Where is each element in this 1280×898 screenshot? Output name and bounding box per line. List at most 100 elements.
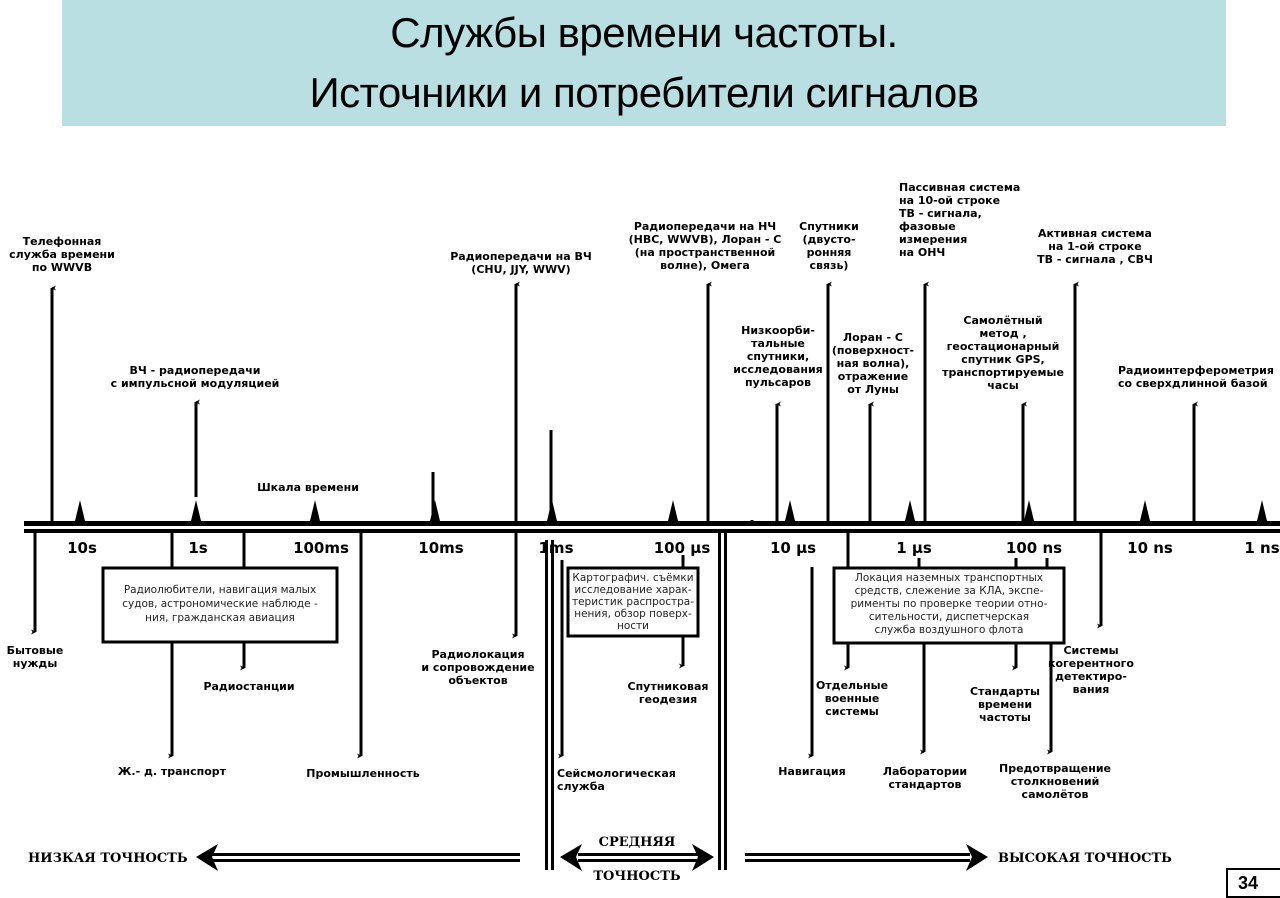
source-label-vlbi-line: со сверхдлинной базой (1118, 377, 1268, 390)
axis-ticks (75, 500, 1267, 521)
axis-tick-label: 1s (188, 539, 207, 557)
consumer-label-radiolocation-line: объектов (448, 674, 507, 687)
box-mid-text-line: Картографич. съёмки (572, 572, 693, 584)
source-label-hf-pulse-line: ВЧ - радиопередачи (130, 364, 261, 377)
axis-tick-label: 10s (67, 539, 97, 557)
axis-tick-mark (1140, 500, 1150, 521)
consumer-label-sat-geodesy-line: Спутниковая (628, 680, 709, 693)
axis-tick-label: 1ms (539, 539, 574, 557)
source-label-aircraft-gps-line: часы (987, 379, 1018, 392)
consumer-label-industry-line: Промышленность (306, 767, 419, 780)
source-label-sat-twoway-line: ронняя (807, 246, 852, 259)
axis-tick-label: 100ms (293, 539, 349, 557)
consumer-label-radio-stations: Радиостанции (203, 680, 294, 693)
source-label-hf-radio-line: (CHU, JJY, WWV) (471, 263, 570, 276)
mid-accuracy-label-top: СРЕДНЯЯ (599, 835, 676, 850)
source-label-lf-radio-line: (НВС, WWVB), Лоран - С (629, 233, 782, 246)
source-label-aircraft-gps-line: транспортируемые (942, 366, 1064, 379)
consumer-label-coherent-line: детектиро- (1055, 670, 1127, 683)
source-label-passive-tv-line: Пассивная система (899, 181, 1020, 194)
source-label-vlbi-line: Радиоинтерферометрия (1118, 364, 1274, 377)
axis-rail-bottom (24, 529, 1280, 533)
source-label-phone-wwvb-line: Телефонная (23, 235, 102, 248)
source-label-passive-tv-line: ТВ - сигнала, (899, 207, 982, 220)
high-accuracy-arrow (745, 844, 988, 871)
consumer-label-industry: Промышленность (306, 767, 419, 780)
source-label-loran-ground-line: (поверхност- (832, 344, 914, 357)
zone-separator-right (718, 533, 727, 870)
consumer-label-labs-line: стандартов (889, 778, 962, 791)
axis-tick-mark (785, 500, 795, 521)
box-high-text-line: Локация наземных транспортных (855, 572, 1043, 584)
source-label-lf-radio-line: (на пространственной (635, 246, 776, 259)
source-label-loran-ground: Лоран - С(поверхност-ная волна),отражени… (832, 331, 914, 396)
consumer-label-collision-line: Предотвращение (999, 762, 1111, 775)
axis-tick-label: 10ms (418, 539, 464, 557)
consumer-label-collision-line: самолётов (1022, 788, 1089, 801)
consumer-label-coherent-line: когерентного (1048, 657, 1134, 670)
consumer-label-sat-geodesy-line: геодезия (639, 693, 697, 706)
source-label-passive-tv-line: измерения (899, 233, 967, 246)
source-label-loran-ground-line: от Луны (847, 383, 899, 396)
source-label-aircraft-gps-line: метод , (979, 327, 1026, 340)
axis-tick-mark (191, 500, 201, 521)
axis-rail-top (24, 521, 1280, 526)
source-label-loran-ground-line: ная волна), (837, 357, 910, 370)
source-label-leo-pulsar-line: Низкоорби- (741, 324, 815, 337)
box-high-text-line: средств, слежение за КЛА, экспе- (855, 585, 1044, 597)
axis-tick-label: 100 ns (1006, 539, 1062, 557)
page-number: 34 (1226, 868, 1280, 898)
consumer-label-military-line: системы (825, 705, 879, 718)
source-label-loran-ground-line: Лоран - С (843, 331, 903, 344)
source-label-active-tv-line: Активная система (1038, 227, 1152, 240)
box-high-text-line: сительности, диспетчерская (869, 611, 1029, 623)
mid-accuracy-label-bottom: ТОЧНОСТЬ (593, 869, 680, 884)
source-label-aircraft-gps-line: Самолётный (963, 314, 1042, 327)
source-label-leo-pulsar-line: пульсаров (745, 376, 811, 389)
consumer-label-military-line: Отдельные (816, 679, 888, 692)
axis-tick-label: 100 µs (654, 539, 711, 557)
time-axis (24, 521, 1280, 533)
box-mid-text-line: теристик распростра- (572, 596, 694, 608)
source-label-hf-radio-line: Радиопередачи на ВЧ (450, 250, 592, 263)
source-label-sat-twoway-line: связь) (810, 259, 849, 272)
source-label-passive-tv-line: на ОНЧ (899, 246, 945, 259)
consumer-label-navigation-line: Навигация (778, 765, 845, 778)
box-low-frame (101, 566, 339, 644)
consumer-label-railway-line: Ж.- д. транспорт (118, 765, 227, 778)
title-line-2: Источники и потребители сигналов (309, 69, 979, 116)
title-line-1: Службы времени частоты. (390, 9, 898, 56)
box-high-text-line: рименты по проверке теории отно- (851, 598, 1048, 610)
box-mid-text-line: нения, обзор поверх- (574, 608, 692, 620)
box-high-frame (832, 566, 1066, 645)
source-label-aircraft-gps-line: геостационарный (947, 340, 1060, 353)
low-accuracy-label: НИЗКАЯ ТОЧНОСТЬ (28, 851, 188, 866)
axis-tick-mark (1257, 500, 1267, 521)
high-accuracy-label: ВЫСОКАЯ ТОЧНОСТЬ (998, 851, 1172, 866)
box-low-text-line: ния, гражданская авиация (145, 612, 295, 624)
axis-tick-label: 1 ns (1244, 539, 1279, 557)
axis-tick-label: 1 µs (896, 539, 932, 557)
consumer-label-time-standards-line: частоты (979, 711, 1031, 724)
source-label-hf-radio: Радиопередачи на ВЧ(CHU, JJY, WWV) (450, 250, 592, 276)
axis-tick-mark (905, 500, 915, 521)
consumer-label-radiolocation-line: Радиолокация (431, 648, 524, 661)
box-high-text-line: служба воздушного флота (875, 624, 1024, 636)
